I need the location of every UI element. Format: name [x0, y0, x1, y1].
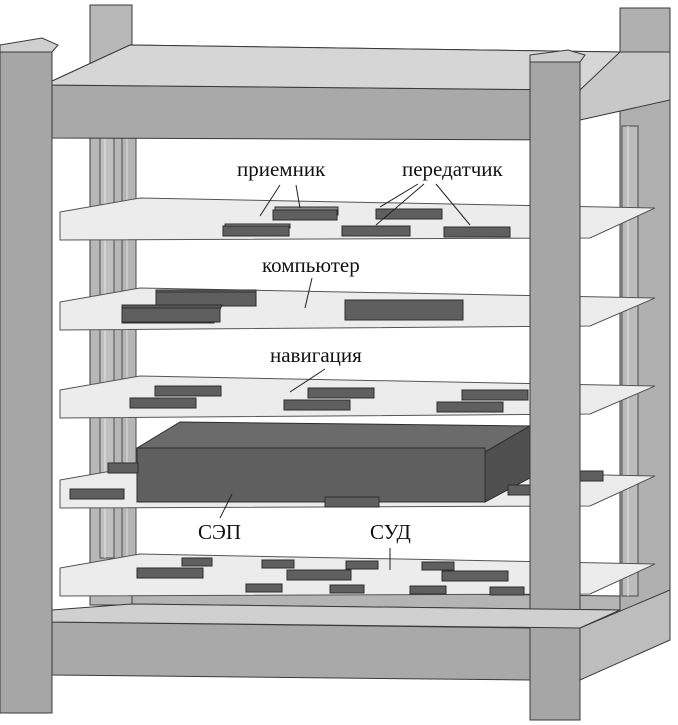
navigation-label: навигация: [270, 343, 362, 367]
rack-front-frame: [0, 37, 671, 721]
navigation-modules: [129, 385, 529, 413]
transmitter-modules: [341, 208, 511, 238]
receiver-label: приемник: [237, 157, 326, 181]
power-system-label: СЭП: [198, 520, 241, 544]
attitude-control-modules: [136, 557, 525, 596]
computer-label: компьютер: [262, 253, 360, 277]
receiver-modules: [222, 206, 339, 237]
power-shelf-small-modules: [69, 462, 604, 508]
label-leader-lines: [219, 183, 471, 570]
power-system-box: [135, 421, 532, 503]
transmitter-label: передатчик: [402, 157, 504, 181]
computer-modules: [121, 289, 464, 324]
attitude-control-label: СУД: [370, 520, 411, 544]
